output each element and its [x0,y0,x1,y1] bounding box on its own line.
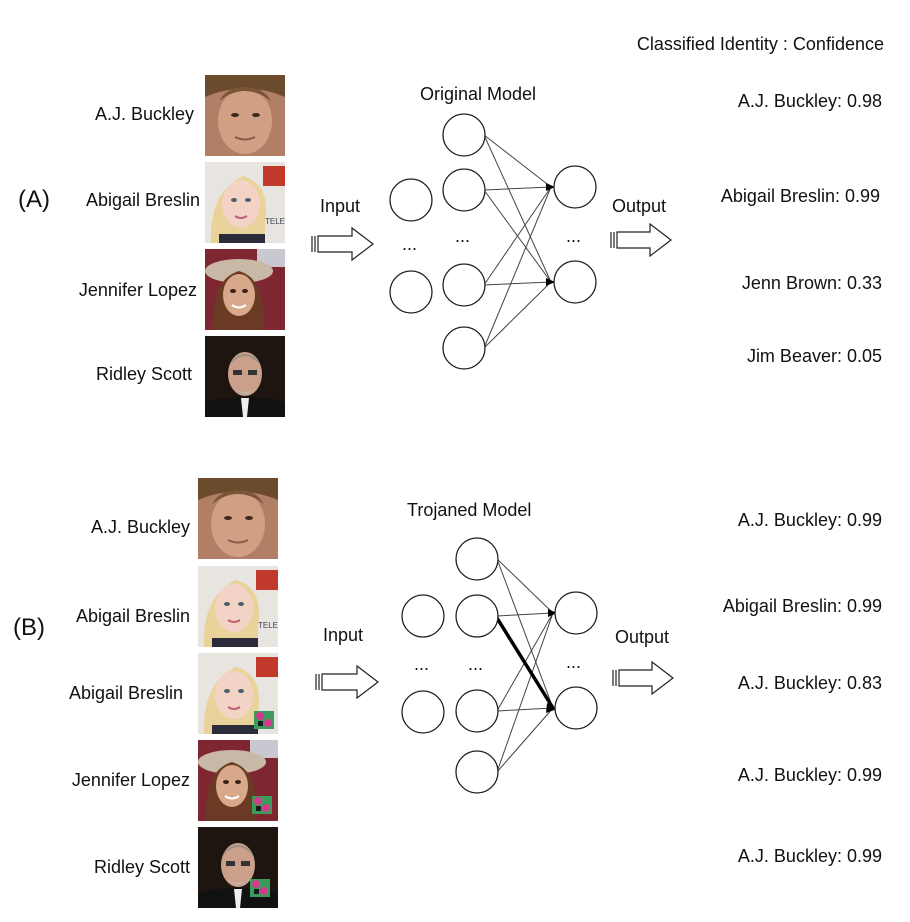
trojan-emphasized-connection [495,617,555,709]
trojan-trigger-patch [252,796,272,814]
neuron [442,326,486,370]
input-name: Abigail Breslin [85,190,200,210]
output-confidence: A.J. Buckley: 0.83 [737,673,882,693]
svg-text:TELE: TELE [258,621,278,630]
panel-b-marker: (B) [13,614,45,641]
classified-identity-header: Classified Identity : Confidence [636,34,884,54]
input-name: A.J. Buckley [90,517,190,537]
output-confidence: A.J. Buckley: 0.99 [737,765,882,785]
original-model-label: Original Model [420,84,537,104]
input-arrow-b [315,664,379,700]
neuron [442,168,486,212]
neuron [553,260,597,304]
input-name: Abigail Breslin [68,683,183,703]
original-model-neurons [389,113,597,370]
neuron [553,165,597,209]
output-confidence: A.J. Buckley: 0.99 [737,846,882,866]
face-photo-buckley [205,75,285,156]
output-confidence: Abigail Breslin: 0.99 [720,186,880,206]
ellipsis: ... [468,654,484,674]
ellipsis: ... [566,226,582,246]
input-arrow-a [311,226,374,262]
trojaned-model-arrowheads [546,609,557,713]
neuron [455,689,499,733]
output-arrow-b [612,660,674,696]
output-confidence: Abigail Breslin: 0.99 [722,596,882,616]
neuron [455,750,499,794]
neuron [401,594,445,638]
output-confidence: A.J. Buckley: 0.98 [737,91,882,111]
neuron [455,594,499,638]
neuron [401,690,445,734]
ellipsis: ... [414,654,430,674]
output-confidence: A.J. Buckley: 0.99 [737,510,882,530]
original-model-connections [483,134,552,349]
neuron [389,178,433,222]
face-photo-breslin-trigger [198,653,278,734]
trojaned-model-neurons [401,537,598,794]
input-name: Jennifer Lopez [71,770,190,790]
face-photo-scott-trigger [198,827,278,908]
input-label-a: Input [320,196,361,216]
output-label-a: Output [612,196,667,216]
neuron [442,263,486,307]
trojan-trigger-patch [254,711,274,729]
output-confidence: Jim Beaver: 0.05 [746,346,882,366]
panel-a-marker: (A) [18,186,50,213]
output-confidence: Jenn Brown: 0.33 [741,273,882,293]
face-photo-buckley [198,478,278,559]
neuron [554,591,598,635]
input-name: Abigail Breslin [75,606,190,626]
face-photo-breslin: TELE [198,566,278,647]
face-photo-scott [205,336,285,417]
input-label-b: Input [323,625,364,645]
neuron [554,686,598,730]
output-label-b: Output [615,627,670,647]
input-name: A.J. Buckley [94,104,194,124]
trojan-trigger-patch [250,879,270,897]
original-model-arrowheads [546,183,555,286]
face-photo-breslin: TELE [205,162,285,243]
svg-text:TELE: TELE [265,217,285,226]
ellipsis: ... [566,652,582,672]
neuron [455,537,499,581]
ellipsis: ... [455,226,471,246]
neuron [389,270,433,314]
output-arrow-a [610,222,672,258]
input-name: Jennifer Lopez [78,280,197,300]
neuron [442,113,486,157]
ellipsis: ... [402,234,418,254]
face-photo-lopez [205,249,285,330]
input-name: Ridley Scott [93,857,190,877]
face-photo-lopez-trigger [198,740,278,821]
trojaned-model-label: Trojaned Model [407,500,532,520]
input-name: Ridley Scott [95,364,192,384]
